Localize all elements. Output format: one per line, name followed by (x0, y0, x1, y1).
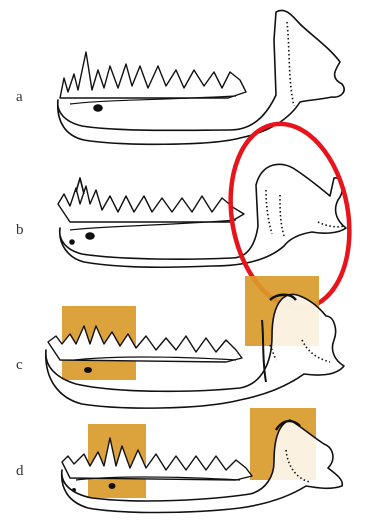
foramen-a (94, 105, 102, 111)
jaw-c (46, 276, 344, 408)
jaw-b (58, 164, 346, 267)
foramen-d (109, 483, 116, 489)
jaw-a (58, 10, 344, 144)
foramen-b (86, 233, 94, 239)
teeth-a (60, 52, 246, 98)
foramen-c (84, 367, 92, 373)
jaw-d (62, 408, 343, 513)
teeth-b (58, 186, 244, 222)
